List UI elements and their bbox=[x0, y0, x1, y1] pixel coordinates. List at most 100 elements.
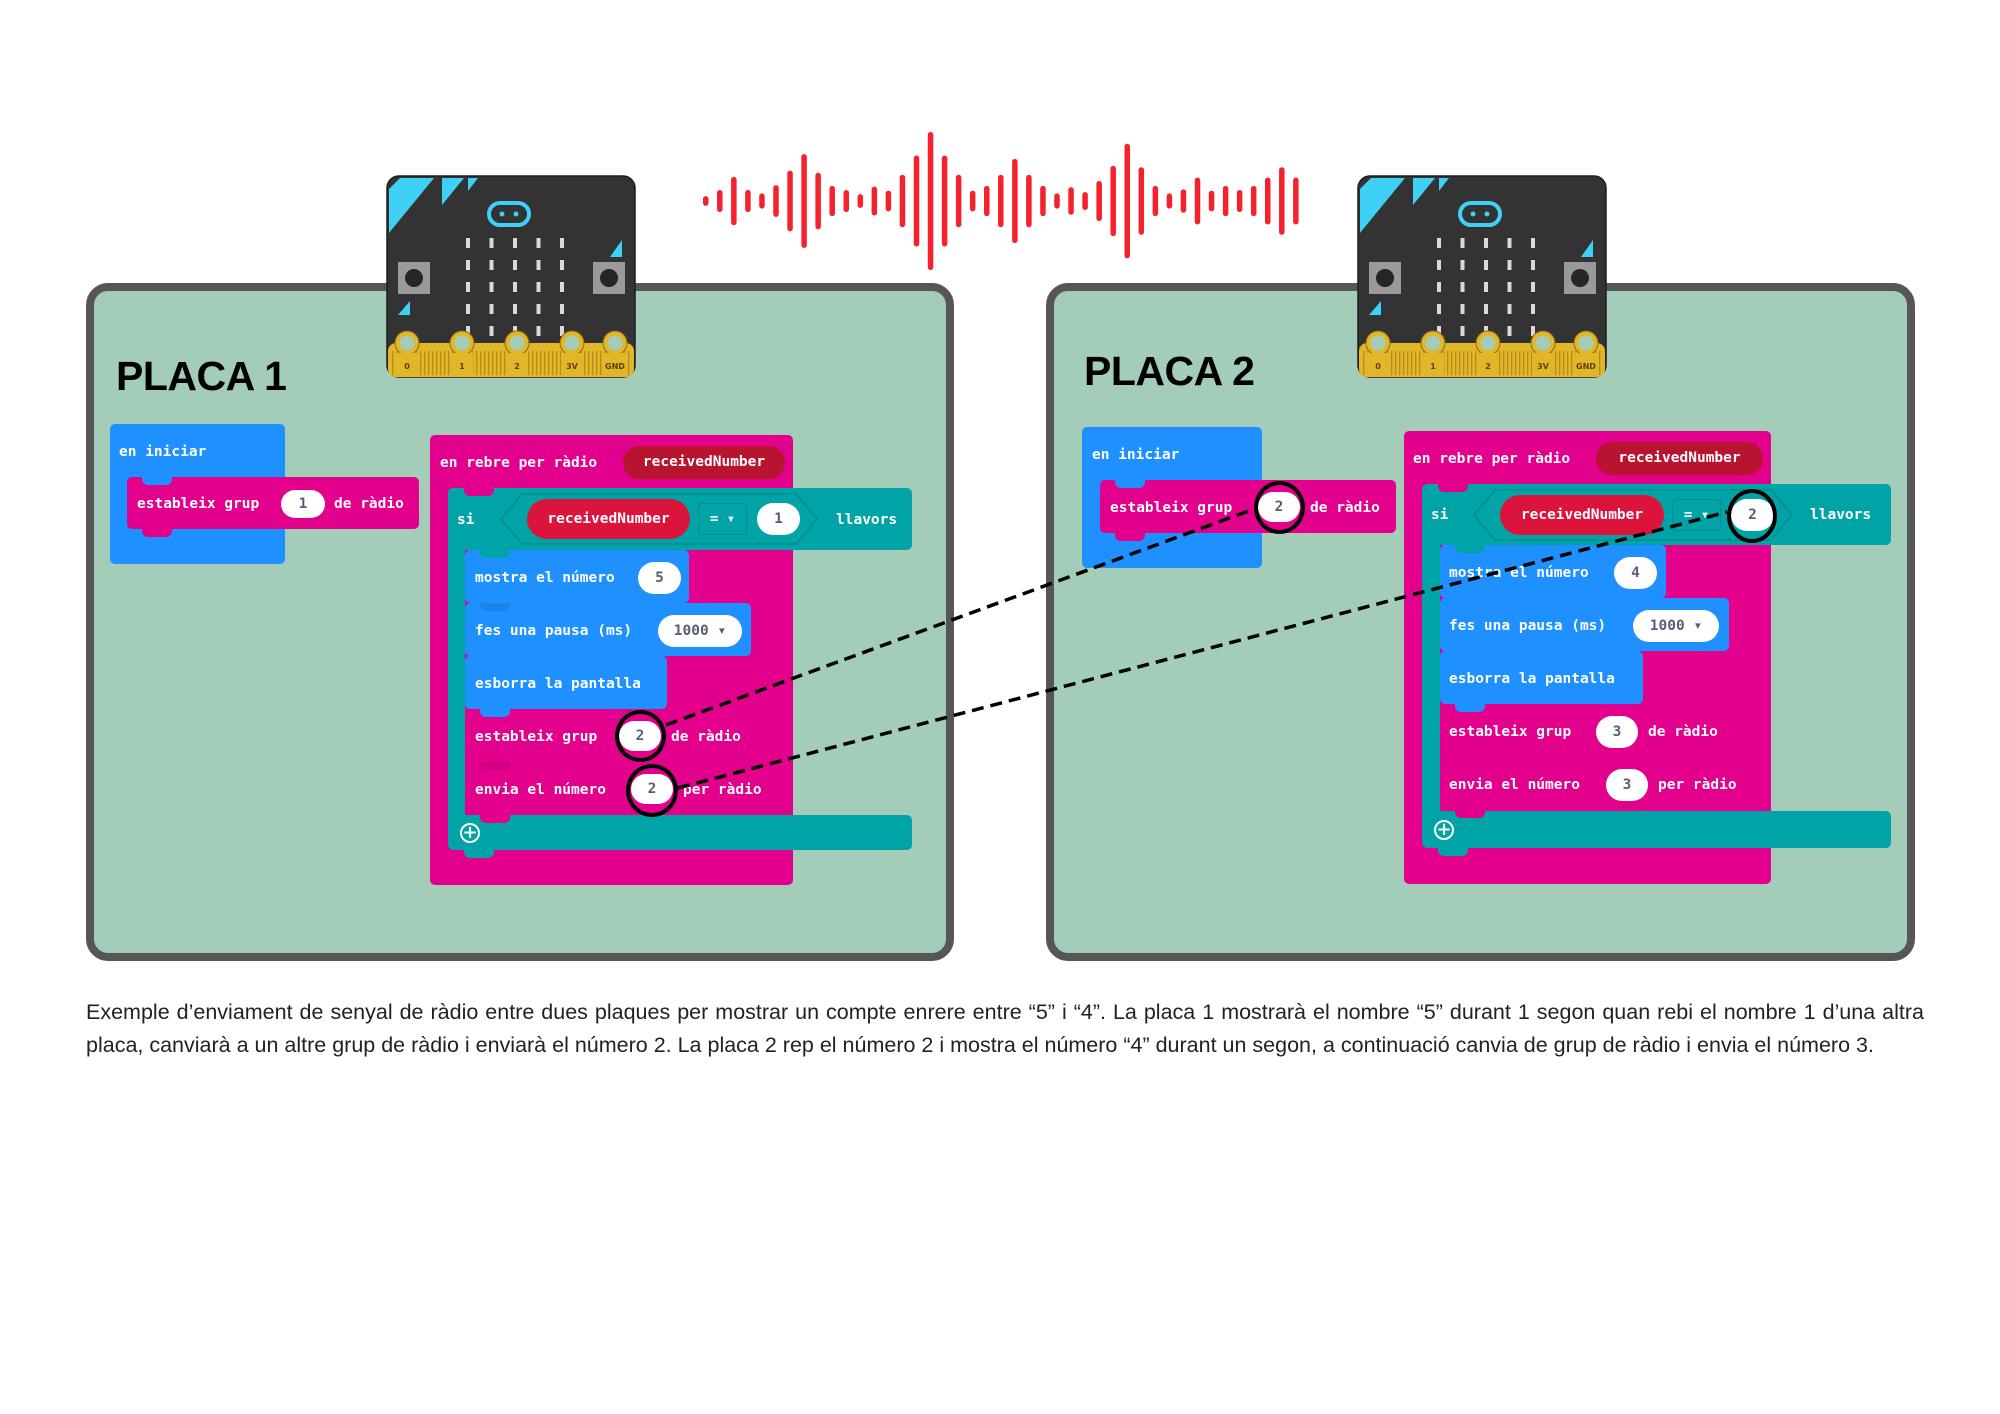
wave-bar bbox=[717, 189, 723, 213]
set-group-block[interactable] bbox=[465, 709, 758, 762]
block-notch bbox=[464, 850, 494, 858]
set-group-value[interactable]: 1 bbox=[281, 490, 325, 518]
microbit-accent bbox=[1439, 178, 1449, 191]
microbit-accent bbox=[610, 240, 622, 257]
clear-screen-label: esborra la pantalla bbox=[1449, 671, 1615, 687]
led bbox=[1460, 238, 1465, 248]
set-group-suffix: de ràdio bbox=[1310, 500, 1380, 516]
set-group-value[interactable]: 3 bbox=[1596, 716, 1638, 748]
wave-bar bbox=[1068, 187, 1074, 215]
operator-dropdown[interactable]: = ▾ bbox=[698, 503, 747, 535]
plus-circle-icon[interactable]: + bbox=[1434, 820, 1454, 840]
microbit-accent bbox=[1581, 240, 1593, 257]
led bbox=[1531, 282, 1535, 292]
wave-bar bbox=[843, 189, 849, 213]
set-group-value[interactable]: 2 bbox=[1258, 492, 1300, 522]
wave-bar bbox=[773, 185, 779, 217]
wave-bar bbox=[1194, 177, 1201, 225]
connection-line-number bbox=[677, 510, 1728, 790]
block-notch bbox=[464, 488, 494, 496]
condition-value[interactable]: 1 bbox=[757, 503, 800, 535]
block-notch bbox=[1115, 533, 1145, 541]
led bbox=[1484, 238, 1488, 248]
show-number-value[interactable]: 5 bbox=[638, 562, 681, 594]
led bbox=[1531, 304, 1535, 314]
led bbox=[1507, 304, 1512, 314]
clear-screen-block[interactable] bbox=[1440, 651, 1643, 704]
wave-bar bbox=[1026, 174, 1032, 228]
led bbox=[1437, 326, 1441, 336]
block-notch bbox=[480, 815, 510, 823]
show-number-value[interactable]: 4 bbox=[1614, 557, 1657, 589]
pause-dropdown[interactable]: 1000 ▾ bbox=[658, 615, 742, 647]
wave-bar bbox=[1082, 192, 1088, 210]
pin-label: 2 bbox=[1485, 362, 1491, 371]
set-group-value[interactable]: 2 bbox=[619, 721, 661, 751]
clear-screen-block[interactable] bbox=[465, 656, 667, 709]
wave-bar bbox=[801, 154, 807, 248]
set-group-suffix: de ràdio bbox=[334, 496, 404, 512]
condition-variable[interactable]: receivedNumber bbox=[1500, 495, 1664, 535]
led bbox=[1460, 260, 1465, 270]
pin-label: GND bbox=[605, 362, 625, 371]
send-number-block[interactable] bbox=[465, 762, 777, 815]
block-notch bbox=[480, 709, 510, 717]
led bbox=[1484, 304, 1488, 314]
block-notch bbox=[142, 477, 172, 485]
led bbox=[1507, 260, 1512, 270]
condition-variable[interactable]: receivedNumber bbox=[527, 499, 690, 539]
pin-label: 1 bbox=[459, 362, 465, 371]
wave-bar bbox=[1250, 185, 1257, 217]
wave-bar bbox=[955, 174, 962, 228]
set-group-block[interactable] bbox=[127, 477, 419, 529]
microbit-logo bbox=[487, 201, 531, 227]
received-number-variable[interactable]: receivedNumber bbox=[1596, 442, 1763, 475]
set-group-label: estableix grup bbox=[475, 729, 598, 745]
pause-dropdown[interactable]: 1000 ▾ bbox=[1633, 610, 1719, 642]
led bbox=[513, 304, 517, 314]
microbit-accent bbox=[398, 301, 410, 315]
led bbox=[513, 260, 517, 270]
led bbox=[1531, 238, 1535, 248]
pin-label: 1 bbox=[1430, 362, 1436, 371]
condition-value[interactable]: 2 bbox=[1731, 499, 1774, 531]
pin-label: 3V bbox=[566, 362, 579, 371]
sound-wave-icon bbox=[703, 132, 1299, 270]
led bbox=[536, 326, 541, 336]
send-number-suffix: per ràdio bbox=[1658, 777, 1737, 793]
pin-label: GND bbox=[1576, 362, 1596, 371]
wave-bar bbox=[787, 170, 793, 232]
send-number-block[interactable] bbox=[1440, 757, 1756, 810]
wave-bar bbox=[1096, 180, 1102, 222]
led bbox=[466, 304, 470, 314]
then-keyword: llavors bbox=[1810, 507, 1872, 523]
send-number-value[interactable]: 3 bbox=[1606, 769, 1648, 801]
led bbox=[1460, 326, 1465, 336]
wave-bar bbox=[829, 185, 835, 217]
set-group-suffix: de ràdio bbox=[671, 729, 741, 745]
show-number-label: mostra el número bbox=[475, 570, 615, 586]
set-group-block[interactable] bbox=[1440, 704, 1735, 757]
pin-label: 3V bbox=[1537, 362, 1550, 371]
received-number-variable[interactable]: receivedNumber bbox=[623, 446, 785, 479]
led bbox=[560, 326, 564, 336]
set-group-block[interactable] bbox=[1100, 480, 1396, 533]
led bbox=[466, 282, 470, 292]
wave-bar bbox=[1124, 143, 1130, 259]
wave-bar bbox=[1222, 185, 1229, 217]
wave-bar bbox=[759, 193, 765, 209]
led bbox=[1460, 282, 1465, 292]
wave-bar bbox=[745, 189, 751, 213]
led bbox=[1531, 260, 1535, 270]
on-start-label: en iniciar bbox=[119, 444, 207, 460]
led bbox=[1507, 326, 1512, 336]
wave-bar bbox=[1166, 193, 1173, 209]
send-number-suffix: per ràdio bbox=[683, 782, 762, 798]
connection-line-group bbox=[665, 507, 1255, 727]
send-number-value[interactable]: 2 bbox=[631, 774, 673, 804]
plus-circle-icon[interactable]: + bbox=[460, 823, 480, 843]
board-2-title: PLACA 2 bbox=[1084, 348, 1255, 394]
microbit-accent bbox=[389, 178, 434, 233]
pin-label: 2 bbox=[514, 362, 520, 371]
